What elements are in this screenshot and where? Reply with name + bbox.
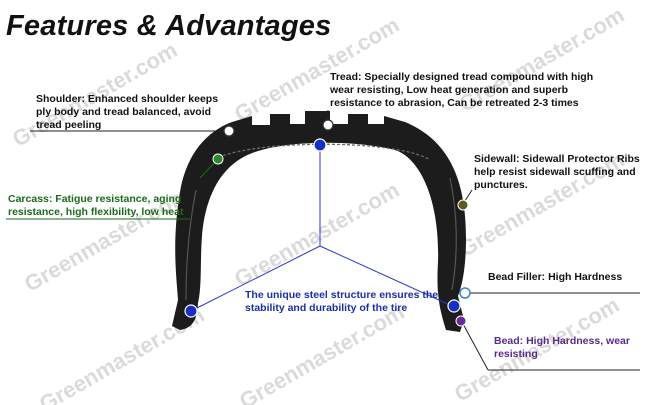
- page-title: Features & Advantages: [6, 10, 332, 42]
- sidewall-label: Sidewall: Sidewall Protector Ribs help r…: [474, 153, 640, 191]
- bead-leader: [461, 321, 489, 371]
- tread-label: Tread: Specially designed tread compound…: [330, 71, 594, 109]
- steel-leader: [190, 245, 321, 312]
- bead-marker: [455, 315, 467, 327]
- carcass-label: Carcass: Fatigue resistance, aging resis…: [8, 193, 184, 218]
- bead-filler-label: Bead Filler: High Hardness: [488, 271, 623, 283]
- steel-marker: [447, 299, 461, 313]
- steel-marker: [313, 138, 327, 152]
- shoulder-label: Shoulder: Enhanced shoulder keeps ply bo…: [36, 93, 219, 131]
- bead-filler-marker: [459, 287, 471, 299]
- ply-line: [213, 143, 431, 161]
- ply-line: [449, 177, 457, 291]
- steel-structure-label: The unique steel structure ensures the s…: [245, 289, 439, 314]
- bead-label: Bead: High Hardness, wear resisting: [494, 335, 630, 360]
- steel-marker: [184, 304, 198, 318]
- shoulder-marker: [223, 125, 235, 137]
- sidewall-marker: [457, 199, 469, 211]
- tread-marker: [322, 119, 334, 131]
- ply-line: [185, 189, 197, 301]
- carcass-marker: [212, 153, 224, 165]
- steel-leader: [319, 245, 453, 307]
